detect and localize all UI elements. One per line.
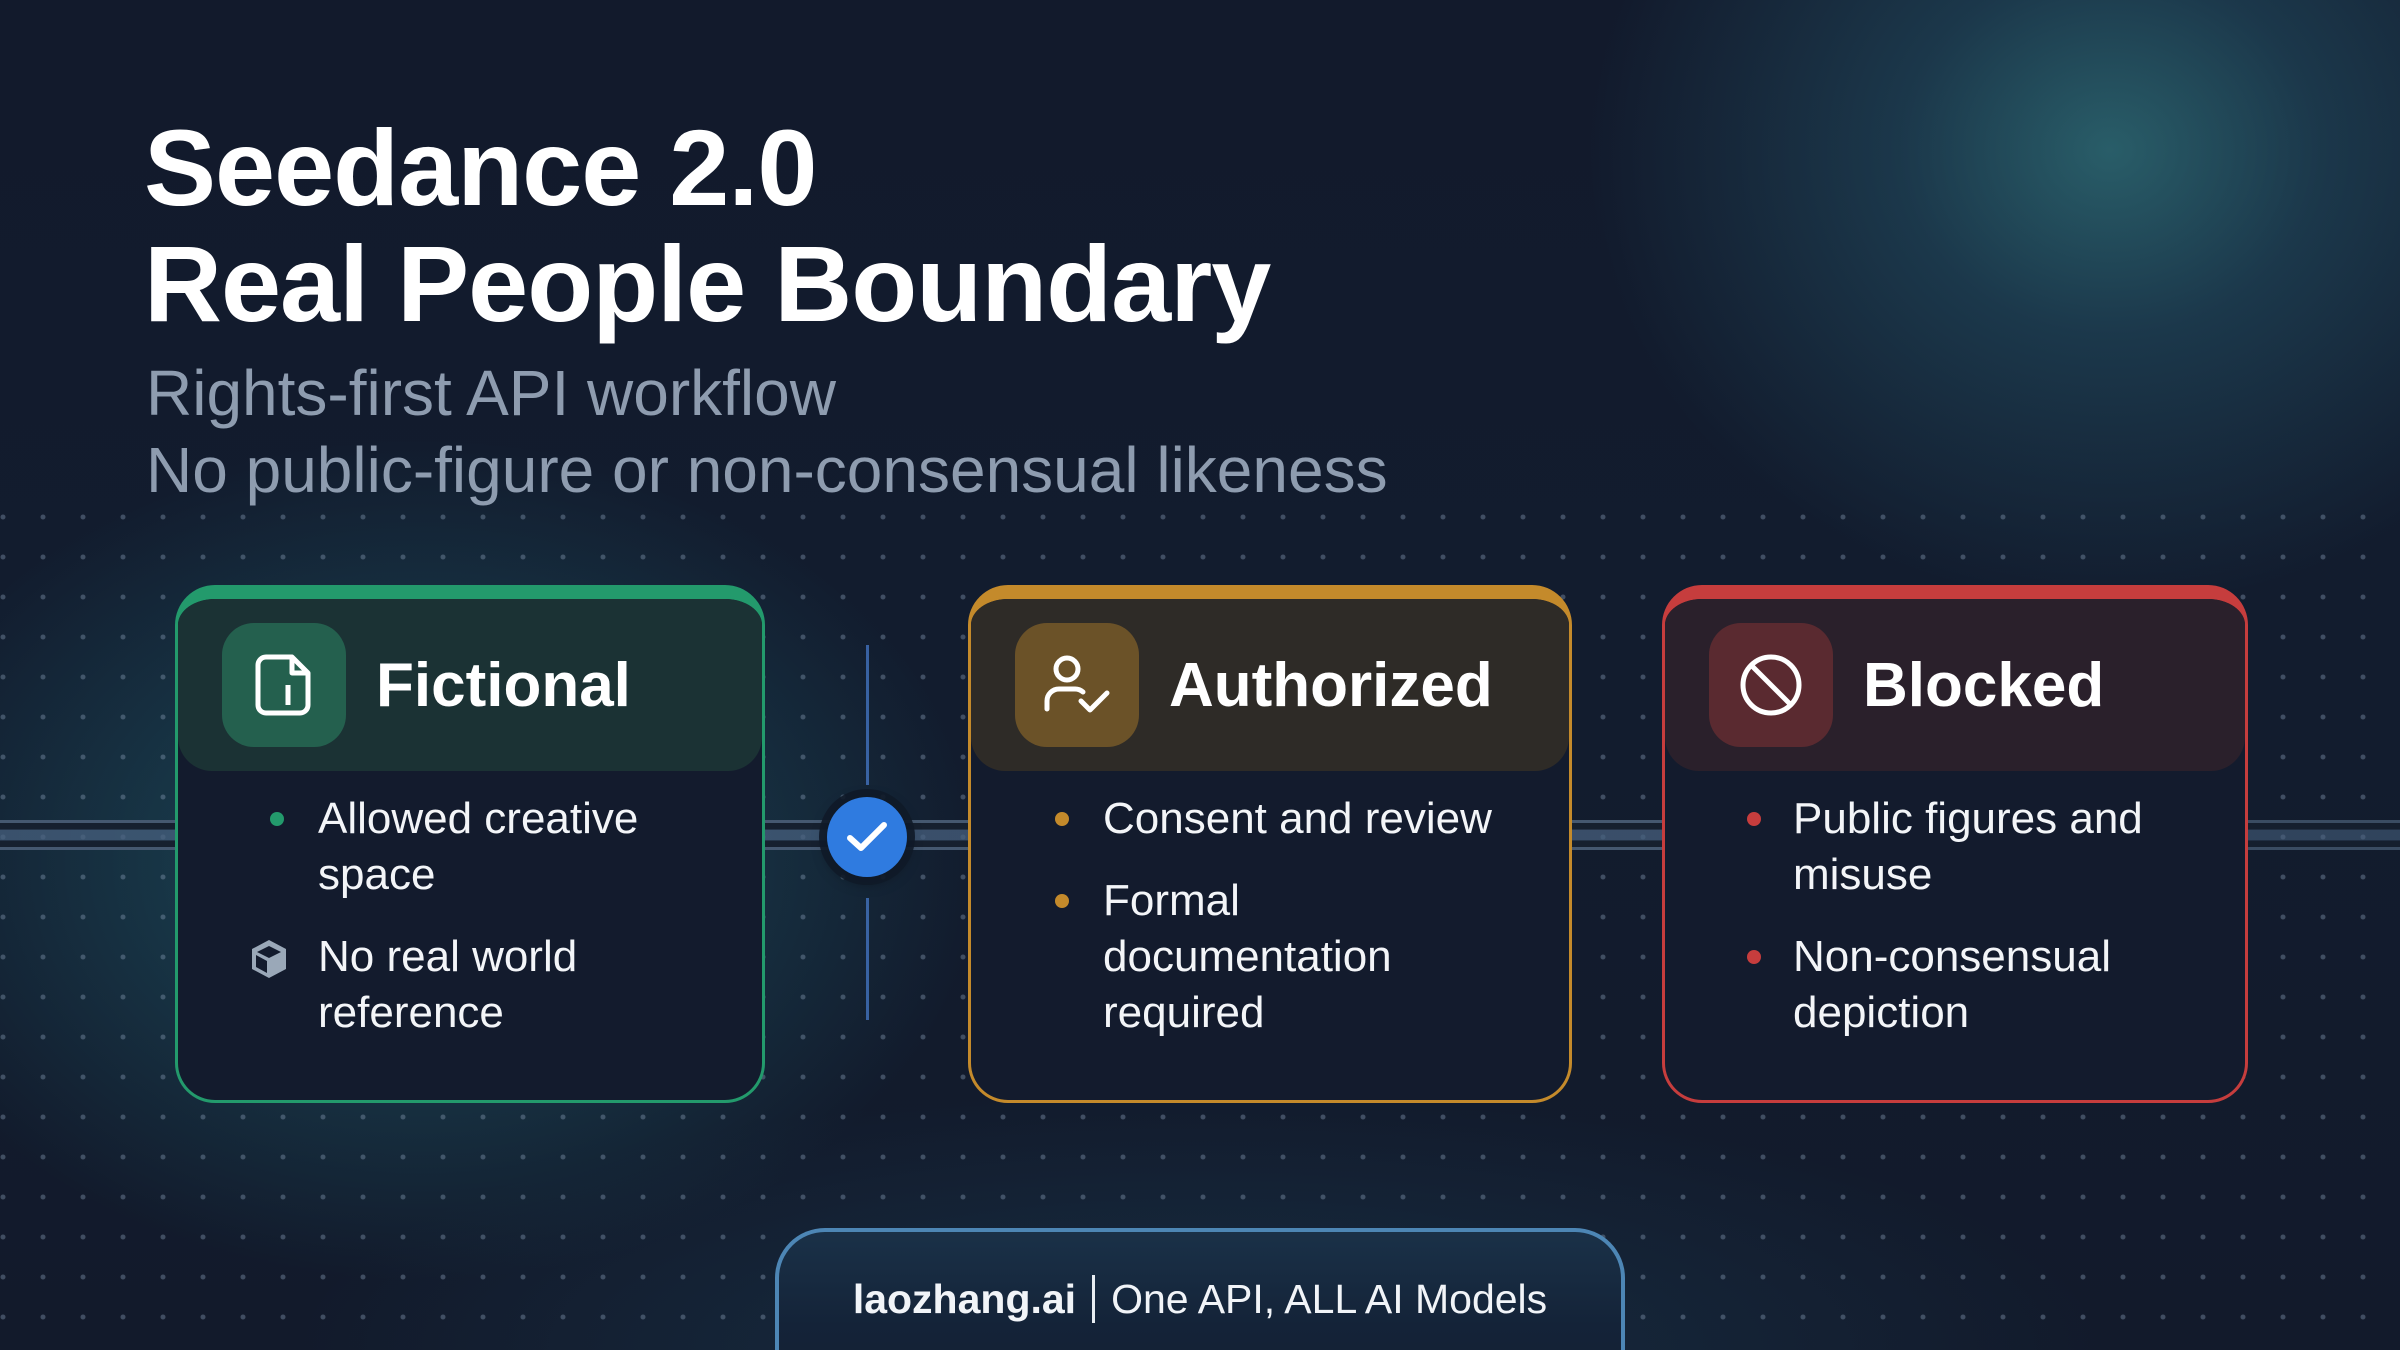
connector-line-left — [0, 820, 176, 850]
card-authorized: Authorized Consent and review Formal doc… — [968, 585, 1572, 1103]
card-title: Blocked — [1863, 650, 2105, 720]
list-item: Consent and review — [971, 791, 1539, 847]
bullet-dot-icon — [1055, 812, 1069, 826]
card-list: Allowed creative space No real world ref… — [178, 771, 762, 1041]
list-item-text: No real world reference — [318, 932, 578, 1037]
card-icon-box — [1709, 623, 1833, 747]
connector-line-right — [2248, 820, 2400, 850]
footer-divider — [1092, 1275, 1096, 1323]
card-list: Consent and review Formal documentation … — [971, 771, 1569, 1041]
brand-name: laozhang.ai — [852, 1275, 1077, 1322]
list-item: No real world reference — [178, 929, 732, 1041]
card-icon-box — [222, 623, 346, 747]
list-item: Allowed creative space — [178, 791, 732, 903]
list-item: Formal documentation required — [971, 873, 1539, 1041]
list-item: Non-consensual depiction — [1665, 929, 2215, 1041]
page-title: Seedance 2.0 Real People Boundary — [144, 107, 1271, 344]
title-line-2: Real People Boundary — [144, 223, 1271, 344]
card-title: Authorized — [1169, 650, 1493, 720]
connector-vertical-bottom — [866, 898, 869, 1020]
footer-banner: laozhang.ai One API, ALL AI Models — [775, 1228, 1625, 1350]
card-list: Public figures and misuse Non-consensual… — [1665, 771, 2245, 1041]
card-title: Fictional — [376, 650, 631, 720]
card-header: Blocked — [1665, 599, 2245, 771]
check-icon — [847, 822, 887, 851]
list-item-text: Consent and review — [1103, 794, 1492, 843]
connector-line-authorized-blocked — [1572, 820, 1663, 850]
bullet-dot-icon — [1747, 950, 1761, 964]
list-item-text: Public figures and misuse — [1793, 794, 2143, 899]
check-badge — [827, 797, 907, 877]
list-item-text: Formal documentation required — [1103, 876, 1392, 1037]
list-item-text: Allowed creative space — [318, 794, 639, 899]
list-item-text: Non-consensual depiction — [1793, 932, 2111, 1037]
cube-icon — [252, 940, 286, 978]
document-info-icon — [255, 654, 311, 716]
card-blocked: Blocked Public figures and misuse Non-co… — [1662, 585, 2248, 1103]
card-header: Fictional — [178, 599, 762, 771]
subtitle-line-1: Rights-first API workflow — [146, 357, 836, 429]
bullet-dot-icon — [1747, 812, 1761, 826]
prohibited-icon — [1740, 654, 1802, 716]
page-subtitle: Rights-first API workflow No public-figu… — [146, 355, 1388, 509]
card-header: Authorized — [971, 599, 1569, 771]
list-item: Public figures and misuse — [1665, 791, 2215, 903]
title-line-1: Seedance 2.0 — [144, 107, 817, 228]
user-check-icon — [1044, 655, 1110, 713]
bullet-dot-icon — [270, 812, 284, 826]
subtitle-line-2: No public-figure or non-consensual liken… — [146, 434, 1388, 506]
connector-vertical-top — [866, 645, 869, 785]
card-icon-box — [1015, 623, 1139, 747]
brand-tagline: One API, ALL AI Models — [1111, 1275, 1548, 1322]
bullet-dot-icon — [1055, 894, 1069, 908]
card-fictional: Fictional Allowed creative space No real… — [175, 585, 765, 1103]
